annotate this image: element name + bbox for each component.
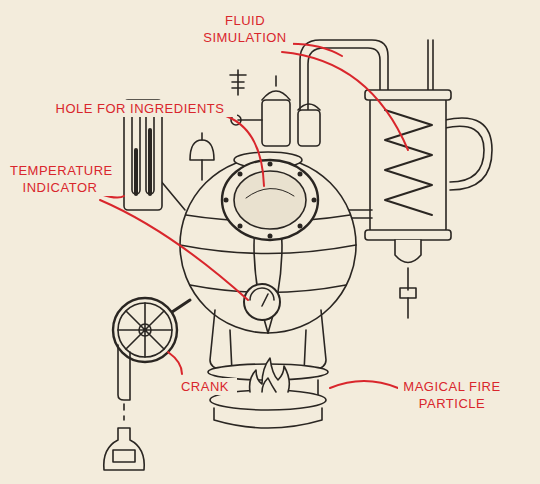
part-label: MAGICAL FIRE PARTICLE [398,378,506,412]
part-label: CRANK [173,378,237,395]
part-label: TEMPERATURE INDICATOR [8,162,112,196]
part-label: HOLE FOR INGREDIENTS [43,100,237,117]
part-label: FLUID SIMULATION [197,12,293,46]
